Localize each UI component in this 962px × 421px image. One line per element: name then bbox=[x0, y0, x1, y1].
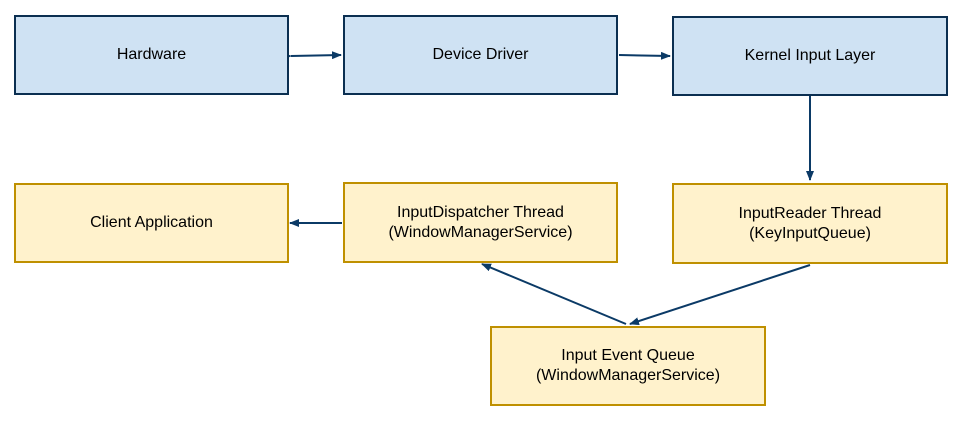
node-input-dispatcher-thread: InputDispatcher Thread (WindowManagerSer… bbox=[343, 182, 618, 263]
node-hardware: Hardware bbox=[14, 15, 289, 95]
node-kernel-input-layer: Kernel Input Layer bbox=[672, 16, 948, 96]
node-client-application-label: Client Application bbox=[90, 214, 213, 231]
node-input-reader-thread-label: InputReader Thread (KeyInputQueue) bbox=[738, 204, 882, 242]
edge-input-reader-input-event-queue bbox=[629, 264, 811, 325]
node-input-event-queue-label: Input Event Queue (WindowManagerService) bbox=[535, 347, 721, 384]
node-kernel-input-layer-label: Kernel Input Layer bbox=[744, 47, 876, 64]
node-client-application: Client Application bbox=[14, 183, 289, 263]
node-device-driver-label: Device Driver bbox=[432, 46, 529, 63]
node-device-driver: Device Driver bbox=[343, 15, 618, 95]
node-input-reader-thread: InputReader Thread (KeyInputQueue) bbox=[672, 183, 948, 264]
edge-hardware-device-driver bbox=[281, 51, 342, 61]
node-input-event-queue: Input Event Queue (WindowManagerService) bbox=[490, 326, 766, 406]
edge-input-event-queue-input-dispatcher bbox=[481, 263, 627, 325]
node-hardware-label: Hardware bbox=[116, 46, 187, 63]
node-input-dispatcher-thread-label: InputDispatcher Thread (WindowManagerSer… bbox=[388, 203, 573, 241]
edge-device-driver-kernel-input-layer bbox=[618, 51, 671, 60]
